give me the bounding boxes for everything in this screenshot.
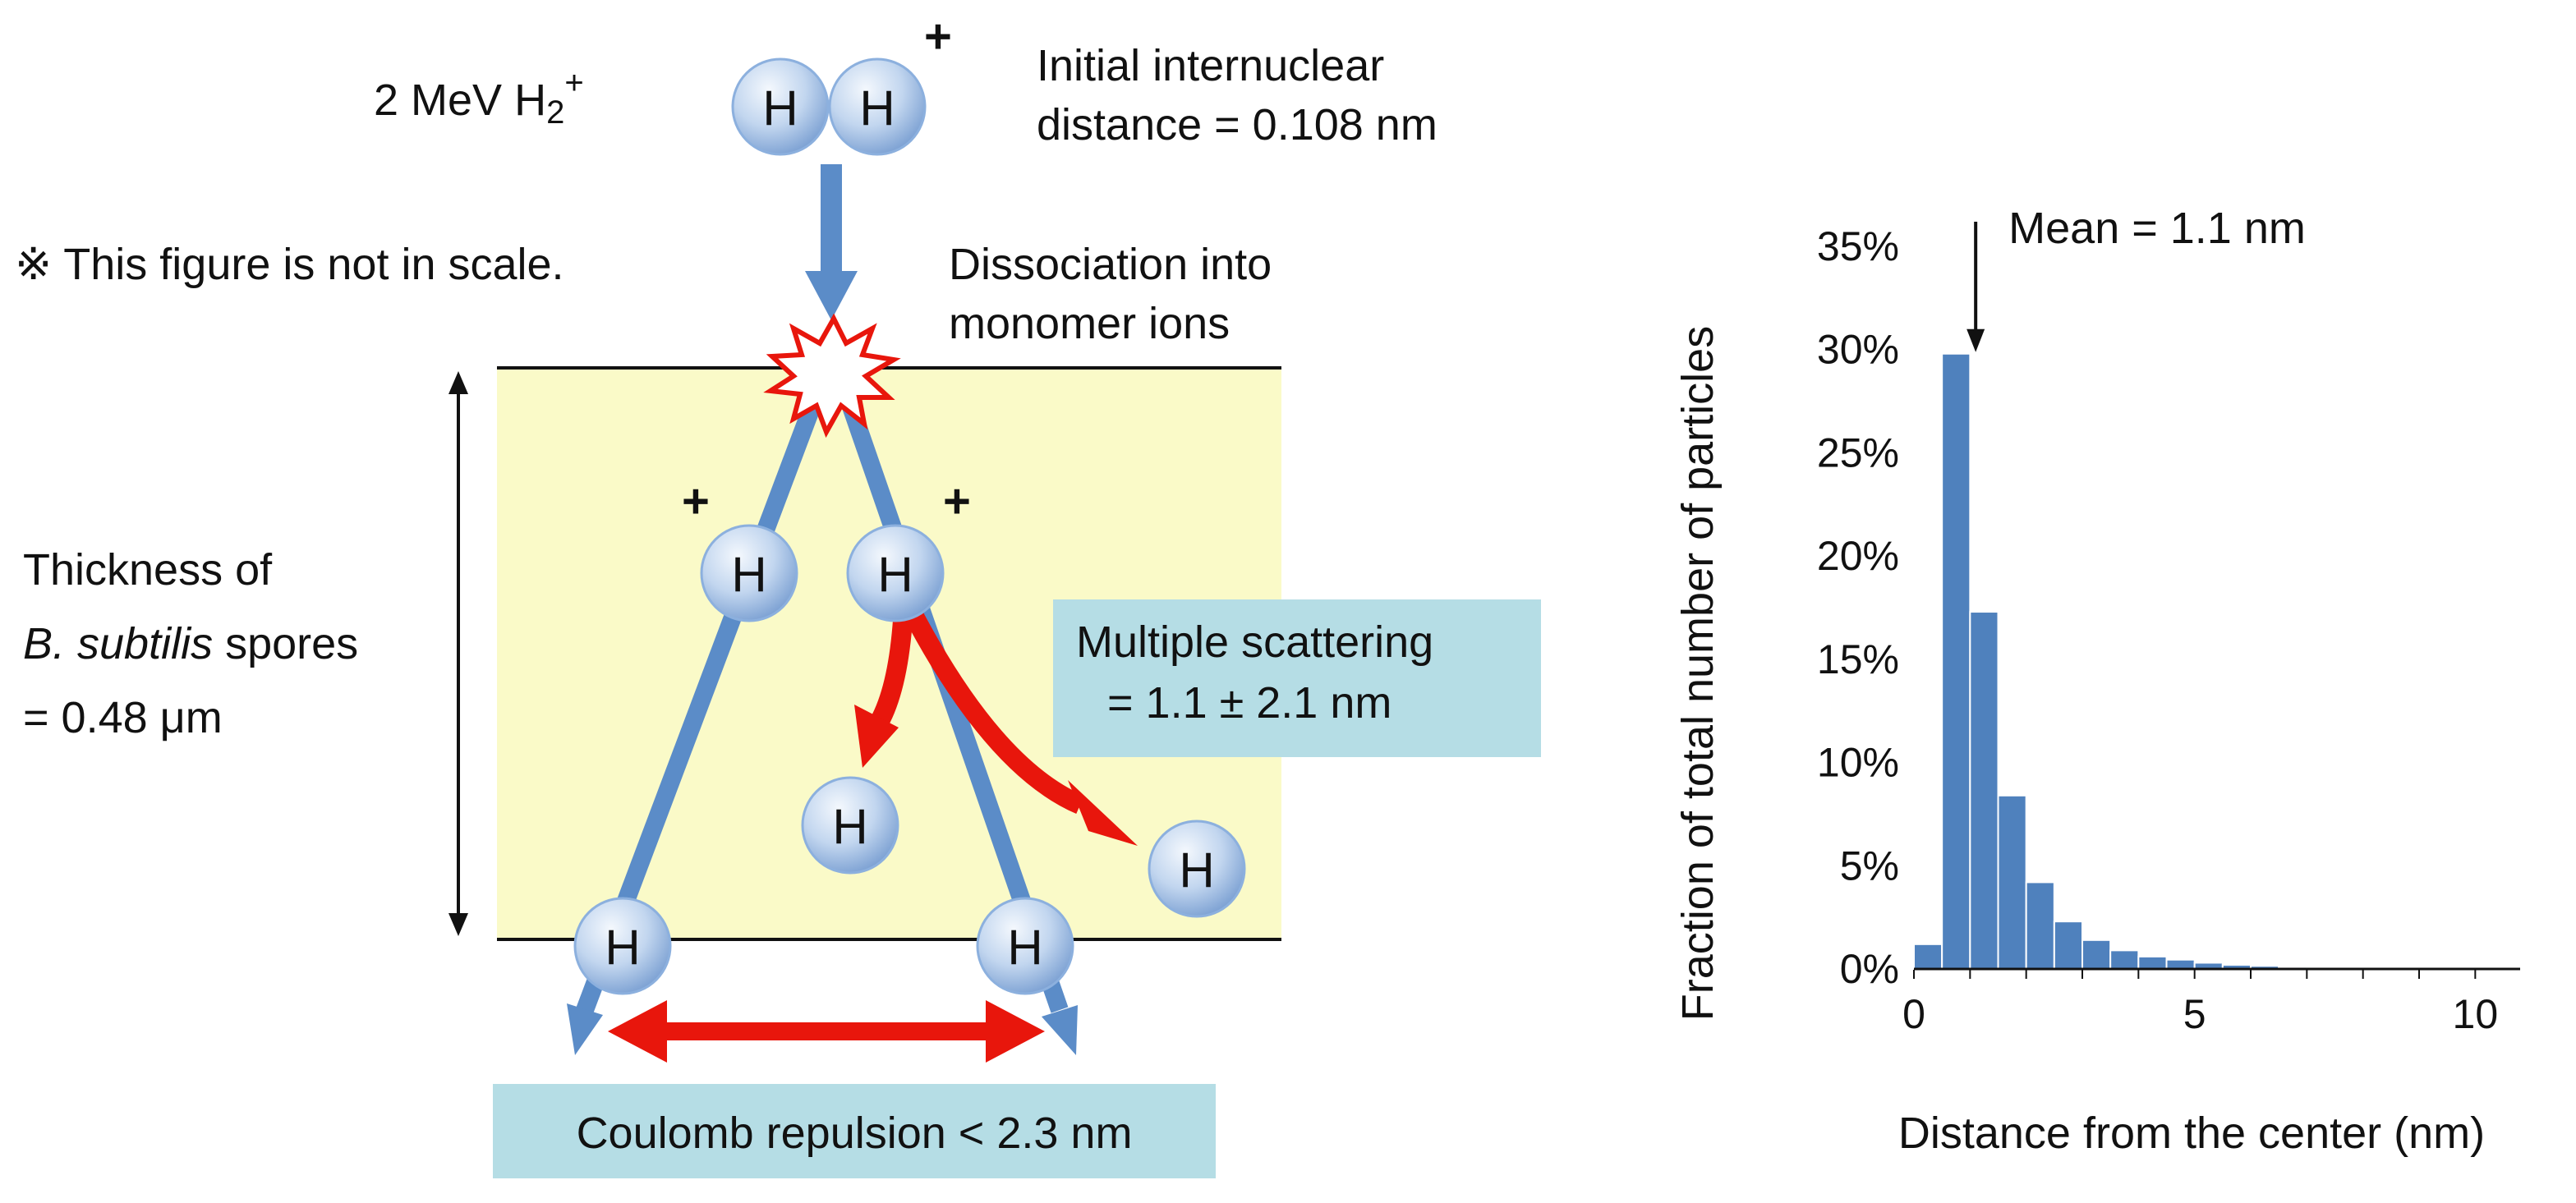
molecule-atom-left: H	[731, 57, 830, 156]
histogram-bar	[2165, 958, 2196, 970]
y-tick-label: 15%	[1817, 636, 1899, 682]
scattering-line2: = 1.1 ± 2.1 nm	[1107, 678, 1392, 728]
histogram-bar	[2053, 921, 2083, 970]
atom-label: H	[1007, 921, 1042, 976]
histogram-bar	[1941, 352, 1971, 970]
exit-atom-left: H	[573, 897, 672, 995]
atom-label: H	[731, 548, 766, 603]
histogram-bar	[2109, 949, 2140, 971]
atom-label: H	[859, 81, 895, 136]
initial-distance-line1: Initial internuclear	[1037, 41, 1384, 90]
dissociation-line1: Dissociation into	[949, 240, 1272, 289]
beam-superscript: +	[564, 65, 583, 101]
dissociation-burst-icon	[763, 313, 901, 438]
mean-annotation: Mean = 1.1 nm	[1966, 204, 2306, 352]
histogram-bar	[2025, 881, 2055, 971]
ion-charge-left: +	[682, 475, 710, 528]
y-axis-label: Fraction of total number of particles	[1673, 326, 1723, 1021]
thickness-line2: B. subtilis spores	[23, 619, 358, 668]
scale-note: ※ This figure is not in scale.	[15, 240, 564, 289]
scattering-arrows	[854, 607, 1138, 846]
histogram-bar	[1913, 943, 1944, 971]
y-tick-label: 5%	[1840, 843, 1899, 888]
atom-label: H	[832, 800, 867, 855]
y-tick-label: 35%	[1817, 223, 1899, 269]
atom-label: H	[877, 548, 913, 603]
coulomb-box	[493, 1084, 1216, 1178]
ion-atom-right: H	[846, 524, 945, 622]
beam-diagram: H H + H + H + H H H H	[15, 10, 1541, 1178]
x-axis-label: Distance from the center (nm)	[1898, 1109, 2485, 1158]
x-tick-label: 10	[2453, 991, 2499, 1037]
atom-label: H	[605, 921, 640, 976]
molecule-charge: +	[924, 10, 952, 63]
mean-label: Mean = 1.1 nm	[2008, 204, 2306, 253]
histogram-bar	[2082, 939, 2112, 971]
incoming-beam-arrow	[805, 164, 858, 320]
beam-label: 2 MeV H2+	[374, 65, 584, 131]
scattered-atom-outer: H	[1148, 820, 1246, 918]
y-tick-label: 10%	[1817, 740, 1899, 786]
distance-histogram: Fraction of total number of particles Di…	[1673, 204, 2520, 1158]
scattering-line1: Multiple scattering	[1076, 618, 1433, 667]
scattering-box	[1053, 599, 1541, 757]
thickness-line1: Thickness of	[23, 545, 273, 595]
atom-label: H	[762, 81, 798, 136]
x-tick-label: 0	[1902, 991, 1925, 1037]
molecule-atom-right: H	[828, 57, 927, 156]
ion-atom-left: H	[700, 524, 798, 622]
y-tick-label: 30%	[1817, 327, 1899, 373]
histogram-bar	[2137, 955, 2168, 971]
histogram-bars	[1913, 352, 2392, 971]
atom-label: H	[1179, 843, 1214, 898]
y-tick-label: 0%	[1840, 946, 1899, 992]
coulomb-label: Coulomb repulsion < 2.3 nm	[577, 1109, 1133, 1158]
y-tick-label: 20%	[1817, 533, 1899, 579]
x-tick-label: 5	[2183, 991, 2206, 1037]
histogram-bar	[1997, 794, 2027, 970]
histogram-bar	[1969, 611, 1999, 970]
y-tick-labels: 0% 5% 10% 15% 20% 25% 30% 35%	[1817, 223, 1899, 992]
thickness-arrow	[448, 371, 468, 936]
thickness-line3: = 0.48 μm	[23, 693, 223, 742]
coulomb-repulsion-arrow	[608, 1000, 1045, 1063]
y-tick-label: 25%	[1817, 429, 1899, 475]
beam-subscript: 2	[546, 94, 564, 131]
initial-distance-line2: distance = 0.108 nm	[1037, 100, 1438, 149]
exit-atom-right: H	[976, 897, 1074, 995]
x-tick-labels: 0 5 10	[1902, 969, 2498, 1037]
ion-charge-right: +	[943, 475, 971, 528]
scattered-atom-inner: H	[801, 776, 899, 875]
dissociation-line2: monomer ions	[949, 299, 1230, 348]
